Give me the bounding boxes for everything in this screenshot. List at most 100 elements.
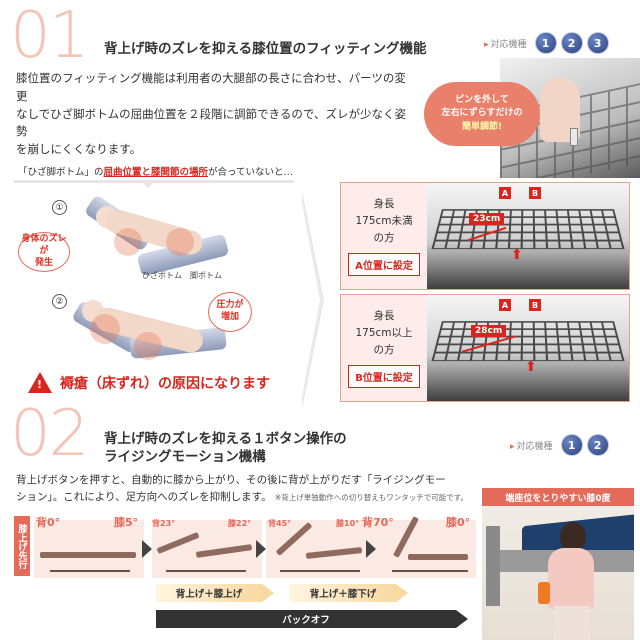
warning-icon: !: [28, 372, 52, 393]
dimension-label-b: 28cm: [471, 325, 507, 337]
person-legs: [554, 606, 590, 640]
flow-back-knee-up: 背上げ＋膝上げ: [156, 584, 274, 602]
case1-number: ①: [52, 200, 67, 215]
desc-line: を崩しにくくなります。: [16, 142, 142, 157]
bed-headboard: [486, 526, 500, 606]
header-notch: [140, 180, 156, 188]
marker-a: A: [499, 187, 511, 199]
compat-label: 対応機種: [484, 37, 527, 50]
up-arrow-icon: ⬆: [525, 359, 537, 375]
knee-angle-3: 膝10°: [336, 519, 360, 528]
setting-box-b: 身長 175cm以上 の方 B位置に設定 A B 28cm ⬆: [340, 294, 630, 402]
case2-pressure-spot: [134, 332, 162, 360]
title-line: ライジングモーション機構: [104, 449, 266, 466]
setting-b-info: 身長 175cm以上 の方 B位置に設定: [341, 295, 427, 401]
section2-number: 02: [10, 397, 89, 471]
section1-compatible-models: 対応機種 1 2 3: [484, 32, 609, 54]
sequence-arrow-icon: [142, 540, 152, 558]
model-badge-1: 1: [534, 32, 557, 54]
desc-line: なしでひざ脚ボトムの屈曲位置を２段階に調節できるので、ズレが少なく姿勢: [16, 106, 406, 139]
pin-adjust-bubble: ピンを外して 左右にずらすだけの 簡単調節!: [424, 82, 540, 146]
sequence-arrow-icon: [366, 540, 376, 558]
desc-line: 背上げボタンを押すと、自動的に膝から上がり、その後に背が上がりだす「ライジングモ…: [16, 474, 446, 486]
knee-first-label: 膝上げ先行: [14, 516, 30, 576]
section1-description: 膝位置のフィッティング機能は利用者の大腿部の長さに合わせ、パーツの変更 なしでひ…: [16, 70, 416, 159]
section2-description: 背上げボタンを押すと、自動的に膝から上がり、その後に背が上がりだす「ライジングモ…: [16, 472, 486, 506]
section2-compatible-models: 対応機種 1 2: [510, 434, 609, 456]
section2-title: 背上げ時のズレを抑える１ボタン操作の ライジングモーション機構: [104, 430, 347, 466]
chevron-arrow-icon: [300, 190, 324, 410]
knee-bottom-label: ひざボトム: [142, 271, 182, 280]
orange-handle: [538, 582, 550, 604]
back-angle-4: 背70°: [362, 516, 394, 529]
bubble-line: 簡単調節!: [461, 121, 503, 132]
setting-a-info: 身長 175cm未満 の方 A位置に設定: [341, 183, 427, 289]
flow-back-knee-down: 背上げ＋膝下げ: [290, 584, 408, 602]
bed-grid: [431, 321, 625, 362]
marker-b: B: [529, 299, 541, 311]
comparison-highlight: 屈曲位置と膝関節の場所: [103, 167, 209, 178]
leg-bottom-label: 脚ボトム: [190, 271, 222, 280]
mini-frame-2: [166, 570, 246, 572]
set-position-b-label: B位置に設定: [348, 365, 420, 388]
case1-shift-tag: 身体のズレが発生: [18, 232, 70, 272]
height-range: 175cm以上: [355, 327, 413, 339]
photo-caption: 端座位をとりやすい膝0度: [482, 488, 634, 506]
footnote: ※背上げ単独動作への切り替えもワンタッチで可能です。: [274, 492, 468, 502]
bubble-line: 左右にずらすだけの: [441, 108, 523, 119]
model-badge-3: 3: [586, 32, 609, 54]
mini-bed-1: [40, 552, 136, 558]
knee-angle-1: 膝5°: [114, 516, 139, 529]
case2-pressure-tag: 圧力が増加: [208, 292, 252, 332]
model-badge-1: 1: [560, 434, 583, 456]
case2-pressure-spot: [90, 314, 120, 344]
bed-photo-a: A B 23cm ⬆: [427, 183, 629, 289]
section1-title: 背上げ時のズレを抑える膝位置のフィッティング機能: [104, 41, 427, 57]
up-arrow-icon: ⬆: [511, 247, 523, 263]
person-body: [548, 548, 594, 610]
comparison-suffix: が合っていないと…: [208, 167, 294, 178]
desc-line: ション」。これにより、足方向へのズレを抑制します。: [16, 490, 272, 503]
mini-bed-4-leg: [408, 554, 468, 560]
knee-angle-2: 膝22°: [228, 519, 252, 528]
bedsore-warning: ! 褥瘡（床ずれ）の原因になります: [28, 372, 270, 393]
height-suffix: の方: [373, 344, 395, 356]
warning-text: 褥瘡（床ずれ）の原因になります: [60, 375, 270, 392]
height-range: 175cm未満: [355, 215, 413, 227]
knee-angle-4: 膝0°: [446, 516, 471, 529]
dimension-label-a: 23cm: [469, 213, 505, 225]
tag-line: 増加: [220, 312, 239, 322]
tag-line: 身体のズレが: [21, 234, 67, 257]
section1-number: 01: [10, 0, 89, 73]
compat-label: 対応機種: [510, 439, 553, 452]
model-badge-2: 2: [586, 434, 609, 456]
mini-frame-4: [392, 570, 468, 572]
back-angle-3: 背45°: [268, 519, 292, 528]
bed-grid: [431, 209, 625, 250]
case1-pressure-spot: [166, 228, 194, 256]
flow-back-off: バックオフ: [156, 610, 468, 628]
sitting-person-photo: [482, 506, 634, 640]
marker-a: A: [499, 299, 511, 311]
case1-pressure-spot: [114, 228, 142, 256]
title-line: 背上げ時のズレを抑える１ボタン操作の: [104, 431, 347, 447]
bed-photo-b: A B 28cm ⬆: [427, 295, 629, 401]
pin-shape: [570, 128, 578, 146]
desc-line: 膝位置のフィッティング機能は利用者の大腿部の長さに合わせ、パーツの変更: [16, 71, 406, 103]
bubble-line: ピンを外して: [455, 94, 509, 105]
height-label: 身長: [373, 198, 395, 210]
comparison-prefix: 「ひざ脚ボトム」の: [18, 167, 104, 178]
sequence-arrow-icon: [256, 540, 266, 558]
height-suffix: の方: [373, 232, 395, 244]
mini-frame-3: [280, 570, 360, 572]
back-angle-2: 背23°: [152, 519, 176, 528]
setting-box-a: 身長 175cm未満 の方 A位置に設定 A B 23cm ⬆: [340, 182, 630, 290]
back-angle-1: 背0°: [36, 516, 61, 529]
desc-line-with-note: ション」。これにより、足方向へのズレを抑制します。 ※背上げ単独動作への切り替え…: [16, 489, 486, 506]
height-label: 身長: [373, 310, 395, 322]
person-head: [560, 522, 586, 552]
model-badge-2: 2: [560, 32, 583, 54]
comparison-header: 「ひざ脚ボトム」の屈曲位置と膝関節の場所が合っていないと…: [18, 164, 293, 178]
motion-panel-4: [376, 520, 476, 578]
tag-line: 発生: [34, 257, 53, 268]
